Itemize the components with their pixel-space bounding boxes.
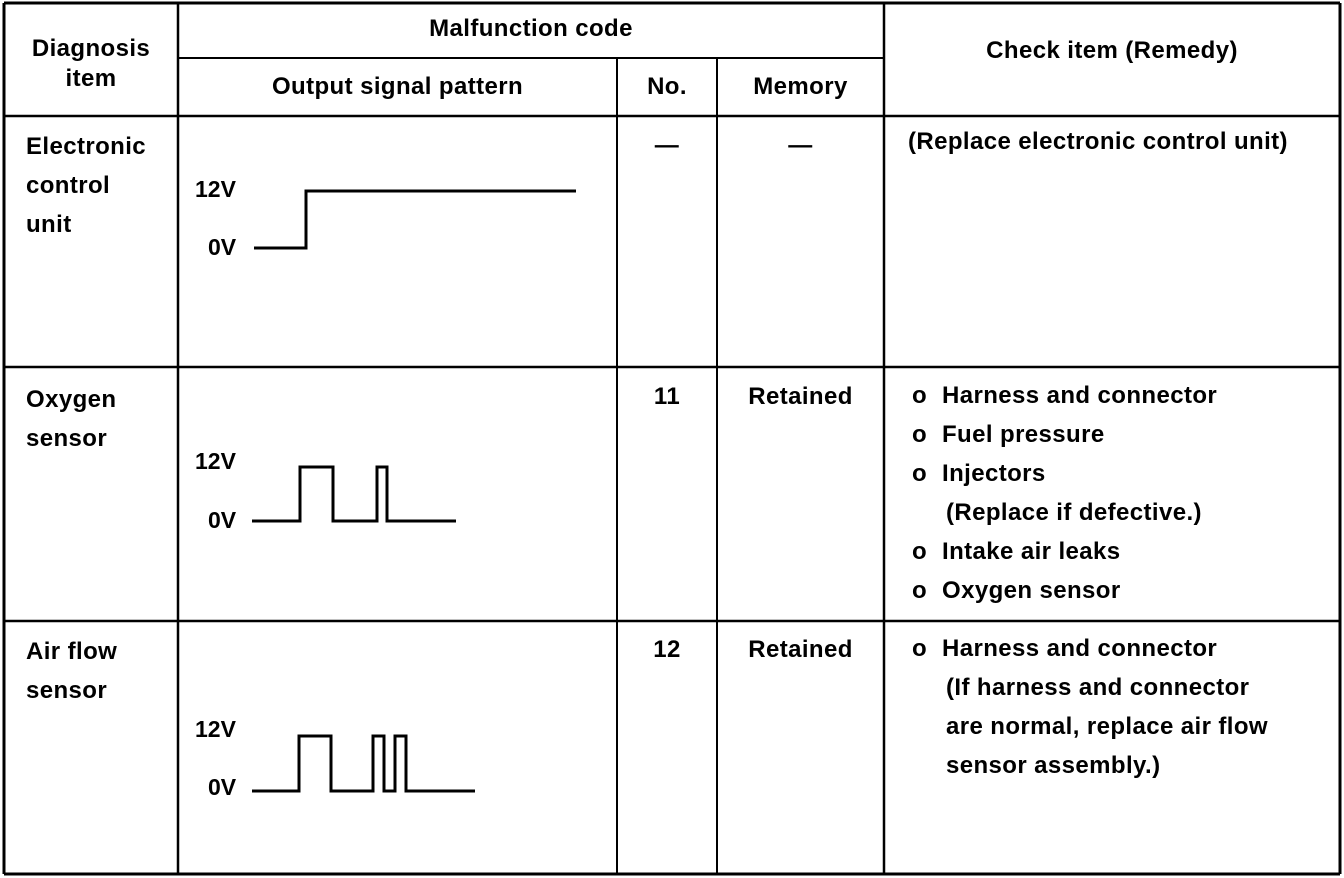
row1-check-items: (Replace electronic control unit) xyxy=(908,122,1288,161)
check-item: sensor assembly.) xyxy=(912,746,1268,785)
row3-check-items: o Harness and connector (If harness and c… xyxy=(912,629,1268,785)
check-item-text: Harness and connector xyxy=(942,382,1218,409)
row1-signal-high-label: 12V xyxy=(195,176,236,202)
check-item: o Intake air leaks xyxy=(912,532,1217,571)
header-diagnosis-item-line2: item xyxy=(65,65,117,92)
check-item-text: Fuel pressure xyxy=(942,421,1105,448)
row2-signal-waveform xyxy=(252,465,456,523)
bullet-icon: o xyxy=(912,460,928,487)
check-item: o Injectors xyxy=(912,454,1217,493)
header-code-number: No. xyxy=(647,73,687,100)
row3-diagnosis-item: Air flow sensor xyxy=(26,632,117,710)
header-malfunction-code: Malfunction code xyxy=(429,15,633,42)
row3-diagnosis-line: sensor xyxy=(26,677,108,704)
check-item-text: sensor assembly.) xyxy=(946,752,1161,779)
bullet-icon: o xyxy=(912,577,928,604)
row3-signal-low-label: 0V xyxy=(208,774,237,800)
check-item: are normal, replace air flow xyxy=(912,707,1268,746)
bullet-icon: o xyxy=(912,635,928,662)
row1-diagnosis-item: Electronic control unit xyxy=(26,127,146,244)
row2-signal-high-label: 12V xyxy=(195,448,236,474)
header-output-signal-pattern: Output signal pattern xyxy=(271,73,524,100)
row1-signal-waveform xyxy=(254,189,576,250)
check-item: o Harness and connector xyxy=(912,376,1217,415)
check-item: o Fuel pressure xyxy=(912,415,1217,454)
row1-diagnosis-line: Electronic xyxy=(26,133,147,160)
header-memory: Memory xyxy=(753,73,848,100)
row2-signal-low-label: 0V xyxy=(208,507,237,533)
check-item-text: are normal, replace air flow xyxy=(946,713,1268,740)
row2-diagnosis-item: Oxygen sensor xyxy=(26,380,116,458)
header-diagnosis-item: Diagnosis item xyxy=(4,34,178,94)
check-item-text: Injectors xyxy=(942,460,1046,487)
bullet-icon: o xyxy=(912,421,928,448)
row3-diagnosis-line: Air flow xyxy=(26,638,118,665)
row1-signal-low-label: 0V xyxy=(208,234,237,260)
check-item-text: Oxygen sensor xyxy=(942,577,1121,604)
check-item-text: (If harness and connector xyxy=(946,674,1250,701)
row1-diagnosis-line: unit xyxy=(26,211,72,238)
bullet-icon: o xyxy=(912,382,928,409)
check-item: o Oxygen sensor xyxy=(912,571,1217,610)
check-item-text: (Replace if defective.) xyxy=(946,499,1202,526)
row2-diagnosis-line: sensor xyxy=(26,425,108,452)
row1-code-number: — xyxy=(654,132,680,159)
row3-signal-waveform xyxy=(252,734,475,793)
header-check-item: Check item (Remedy) xyxy=(986,37,1238,64)
row3-signal-high-label: 12V xyxy=(195,716,236,742)
check-item-text: Intake air leaks xyxy=(942,538,1121,565)
row2-diagnosis-line: Oxygen xyxy=(26,386,117,413)
row2-code-number: 11 xyxy=(653,383,681,410)
check-item-text: (Replace electronic control unit) xyxy=(908,128,1288,155)
check-item: (Replace if defective.) xyxy=(912,493,1217,532)
bullet-icon: o xyxy=(912,538,928,565)
row2-memory: Retained xyxy=(748,383,853,410)
check-item: (Replace electronic control unit) xyxy=(908,122,1288,161)
check-item: o Harness and connector xyxy=(912,629,1268,668)
row1-memory: — xyxy=(788,132,813,159)
row3-memory: Retained xyxy=(748,636,853,663)
row1-diagnosis-line: control xyxy=(26,172,111,199)
header-diagnosis-item-line1: Diagnosis xyxy=(31,35,151,62)
check-item-text: Harness and connector xyxy=(942,635,1218,662)
row3-code-number: 12 xyxy=(653,636,681,663)
check-item: (If harness and connector xyxy=(912,668,1268,707)
